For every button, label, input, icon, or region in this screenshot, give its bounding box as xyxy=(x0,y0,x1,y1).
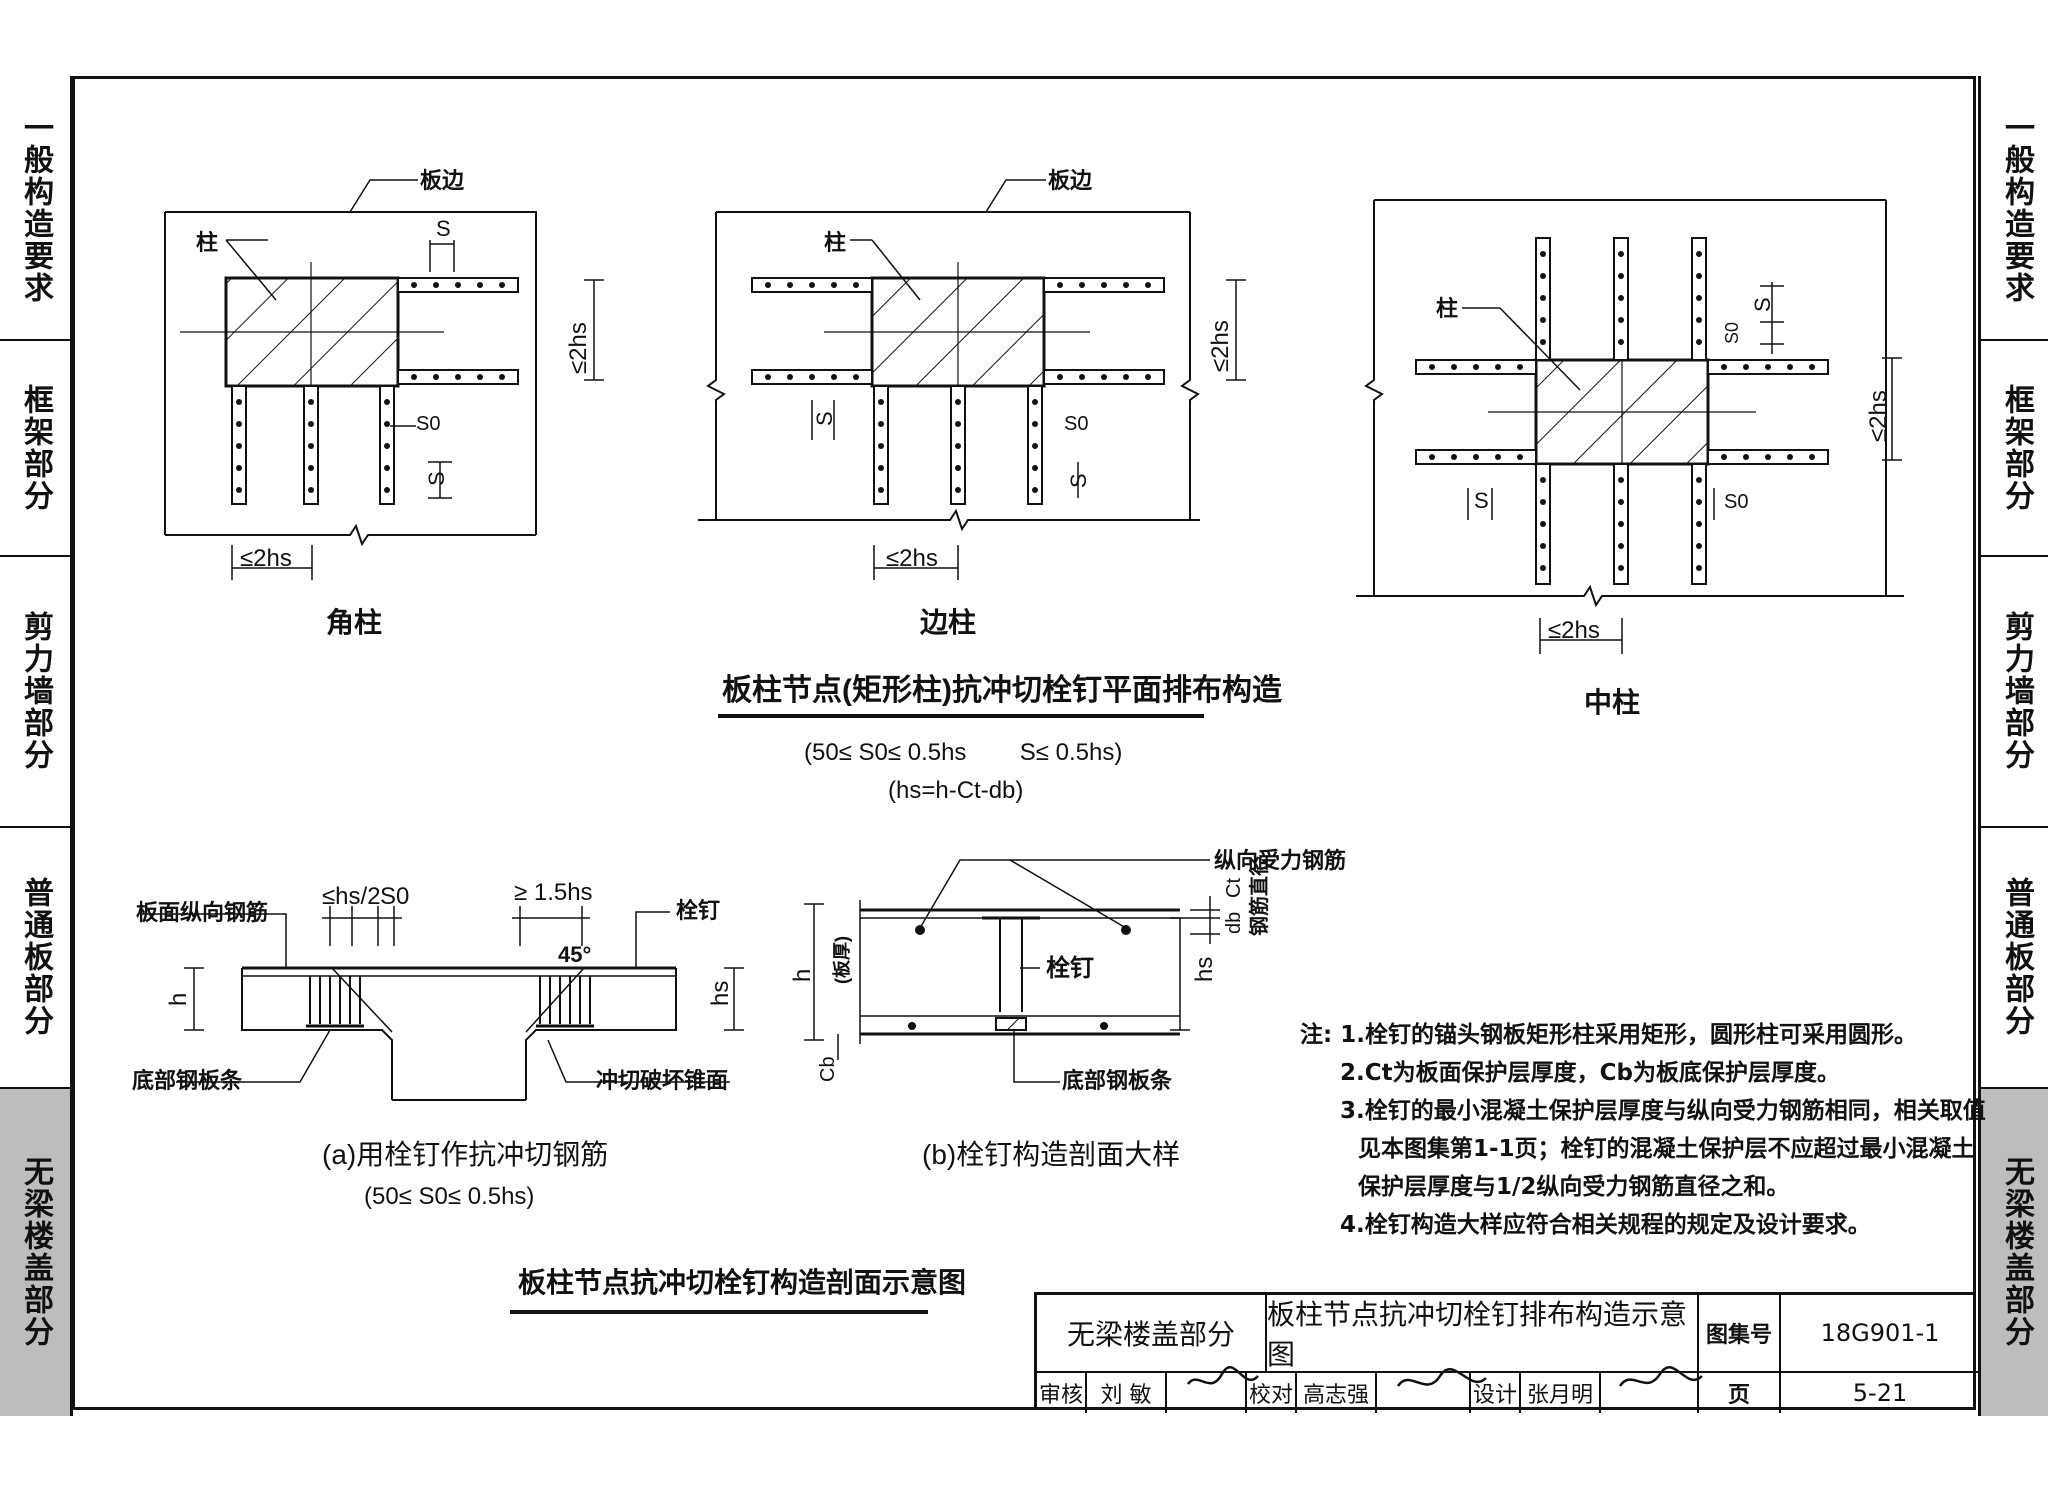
plan-formula-1: (50≤ S0≤ 0.5hs S≤ 0.5hs) xyxy=(804,739,1122,766)
middle-dim-2hs-v: ≤2hs xyxy=(1865,390,1892,442)
section-b-long-rebar-label: 纵向受力钢筋 xyxy=(1214,848,1346,873)
edge-dim-s-side: S xyxy=(1066,473,1091,488)
notes-block: 注: 1.栓钉的锚头钢板矩形柱采用矩形，圆形柱可采用圆形。 2.Ct为板面保护层… xyxy=(1300,1016,1986,1244)
section-b-thickness: (板厚) xyxy=(831,936,852,984)
section-a-bottom-strip-label: 底部钢板条 xyxy=(132,1068,243,1093)
section-b-rebar-dots xyxy=(908,925,1131,1030)
tb-reviewer: 刘 敏 xyxy=(1085,1373,1165,1413)
note-line-3: 3.栓钉的最小混凝土保护层厚度与纵向受力钢筋相同，相关取值 xyxy=(1340,1098,1986,1124)
tb-title: 板柱节点抗冲切栓钉排布构造示意图 xyxy=(1265,1295,1697,1371)
section-b-rebar-dia: 钢筋直径 xyxy=(1247,856,1271,936)
note-line-1: 1.栓钉的锚头钢板矩形柱采用矩形，圆形柱可采用圆形。 xyxy=(1340,1022,1917,1048)
tab-flat-slab[interactable]: 无梁楼盖部分 xyxy=(0,1088,70,1416)
tab-flat-slab-right[interactable]: 无梁楼盖部分 xyxy=(1981,1088,2048,1416)
edge-column-title: 边柱 xyxy=(920,607,976,638)
edge-dim-s0: S0 xyxy=(1064,413,1088,435)
side-tabs-left: 一般构造要求 框架部分 剪力墙部分 普通板部分 无梁楼盖部分 xyxy=(0,76,73,1416)
corner-column-label: 柱 xyxy=(196,230,218,255)
tb-checker: 高志强 xyxy=(1295,1373,1375,1413)
corner-dim-s-side: S xyxy=(424,471,449,486)
tab-general[interactable]: 一般构造要求 xyxy=(0,76,70,342)
edge-dim-s-left: S xyxy=(812,411,837,426)
section-b-ct: Ct xyxy=(1223,878,1245,898)
section-a-dim-hs: hs xyxy=(707,981,734,1006)
section-b-stud-label: 栓钉 xyxy=(1046,955,1094,982)
tb-checker-sign xyxy=(1375,1373,1469,1413)
tb-designer-sign xyxy=(1599,1373,1697,1413)
tb-section: 无梁楼盖部分 xyxy=(1066,1318,1235,1351)
notes-prefix: 注: xyxy=(1300,1022,1333,1048)
tab-ordinary-slab-right[interactable]: 普通板部分 xyxy=(1981,828,2048,1089)
edge-column-label: 柱 xyxy=(824,230,846,255)
tb-review-label: 审核 xyxy=(1038,1383,1083,1408)
section-main-title: 板柱节点抗冲切栓钉构造剖面示意图 xyxy=(518,1266,966,1298)
section-b-drawing xyxy=(804,859,1220,1083)
drawing-frame xyxy=(72,76,1976,1410)
tb-check-label: 校对 xyxy=(1245,1373,1295,1413)
middle-dim-2hs-h: ≤2hs xyxy=(1548,617,1600,644)
tab-frame-right[interactable]: 框架部分 xyxy=(1981,341,2048,557)
corner-dim-s0: S0 xyxy=(416,413,440,435)
plan-formula-2: (hs=h-Ct-db) xyxy=(888,777,1023,804)
tb-design-label: 设计 xyxy=(1469,1373,1519,1413)
corner-dim-s-top: S xyxy=(436,216,451,241)
section-a-dim-s0: S0 xyxy=(380,883,409,910)
tb-atlas-label: 图集号 xyxy=(1697,1295,1779,1371)
section-a-caption: (a)用栓钉作抗冲切钢筋 xyxy=(322,1139,608,1170)
section-b-cb: Cb xyxy=(817,1056,839,1082)
plan-section-title: 板柱节点(矩形柱)抗冲切栓钉平面排布构造 xyxy=(722,673,1282,707)
section-a-stud-label: 栓钉 xyxy=(676,898,720,923)
section-b-db: db xyxy=(1223,912,1245,934)
middle-column-label: 柱 xyxy=(1436,296,1458,321)
section-a-dim-15hs: ≥ 1.5hs xyxy=(514,879,593,906)
tb-designer: 张月明 xyxy=(1519,1373,1599,1413)
note-line-4: 见本图集第1-1页；栓钉的混凝土保护层不应超过最小混凝土 xyxy=(1358,1136,1975,1162)
corner-dim-2hs-h: ≤2hs xyxy=(240,545,292,572)
section-a-angle: 45° xyxy=(558,942,591,967)
section-b-dim-hs: hs xyxy=(1191,957,1218,982)
section-b-caption: (b)栓钉构造剖面大样 xyxy=(922,1139,1180,1170)
middle-dim-s-top: S xyxy=(1750,297,1775,312)
edge-slab-edge-label: 板边 xyxy=(1048,168,1093,193)
tab-ordinary-slab[interactable]: 普通板部分 xyxy=(0,828,70,1089)
tab-general-right[interactable]: 一般构造要求 xyxy=(1981,76,2048,342)
middle-column-title: 中柱 xyxy=(1584,687,1640,718)
note-line-2: 2.Ct为板面保护层厚度，Cb为板底保护层厚度。 xyxy=(1340,1060,1840,1086)
section-a-drawing xyxy=(140,906,744,1101)
corner-dim-2hs-v: ≤2hs xyxy=(565,322,592,374)
tb-page-label: 页 xyxy=(1697,1373,1779,1413)
tb-reviewer-sign xyxy=(1165,1373,1245,1413)
section-a-punch-face-label: 冲切破坏锥面 xyxy=(596,1068,728,1093)
section-a-caption-2: (50≤ S0≤ 0.5hs) xyxy=(364,1183,534,1210)
tb-page-no: 5-21 xyxy=(1779,1373,1979,1413)
tab-frame[interactable]: 框架部分 xyxy=(0,341,70,557)
section-a-dim-h: h xyxy=(165,993,192,1006)
tab-shear-wall-right[interactable]: 剪力墙部分 xyxy=(1981,557,2048,828)
section-a-dim-hs2: ≤hs/2 xyxy=(322,883,381,910)
middle-column-plan xyxy=(1356,199,1904,654)
tab-shear-wall[interactable]: 剪力墙部分 xyxy=(0,557,70,828)
section-a-top-rebar-label: 板面纵向钢筋 xyxy=(136,900,268,925)
corner-slab-edge-label: 板边 xyxy=(420,168,465,193)
corner-column-title: 角柱 xyxy=(326,606,382,638)
tb-atlas-no: 18G901-1 xyxy=(1779,1295,1979,1371)
section-b-bottom-strip-label: 底部钢板条 xyxy=(1062,1068,1173,1093)
side-tabs-right: 一般构造要求 框架部分 剪力墙部分 普通板部分 无梁楼盖部分 xyxy=(1978,76,2048,1416)
middle-dim-s-left: S xyxy=(1474,488,1489,513)
note-line-5: 保护层厚度与1/2纵向受力钢筋直径之和。 xyxy=(1358,1174,1790,1200)
designer-signature xyxy=(1618,1366,1703,1387)
middle-dim-s0-top: S0 xyxy=(1722,322,1742,344)
edge-dim-2hs-h: ≤2hs xyxy=(886,545,938,572)
title-block: 无梁楼盖部分 板柱节点抗冲切栓钉排布构造示意图 图集号 18G901-1 审核 … xyxy=(1034,1292,1979,1413)
section-b-dim-h: h xyxy=(789,969,816,982)
edge-dim-2hs-v: ≤2hs xyxy=(1207,320,1234,372)
checker-signature xyxy=(1396,1368,1487,1387)
edge-column-plan xyxy=(698,179,1246,580)
corner-column-plan xyxy=(164,179,604,580)
note-line-6: 4.栓钉构造大样应符合相关规程的规定及设计要求。 xyxy=(1340,1212,1871,1238)
middle-dim-s0: S0 xyxy=(1724,491,1748,513)
